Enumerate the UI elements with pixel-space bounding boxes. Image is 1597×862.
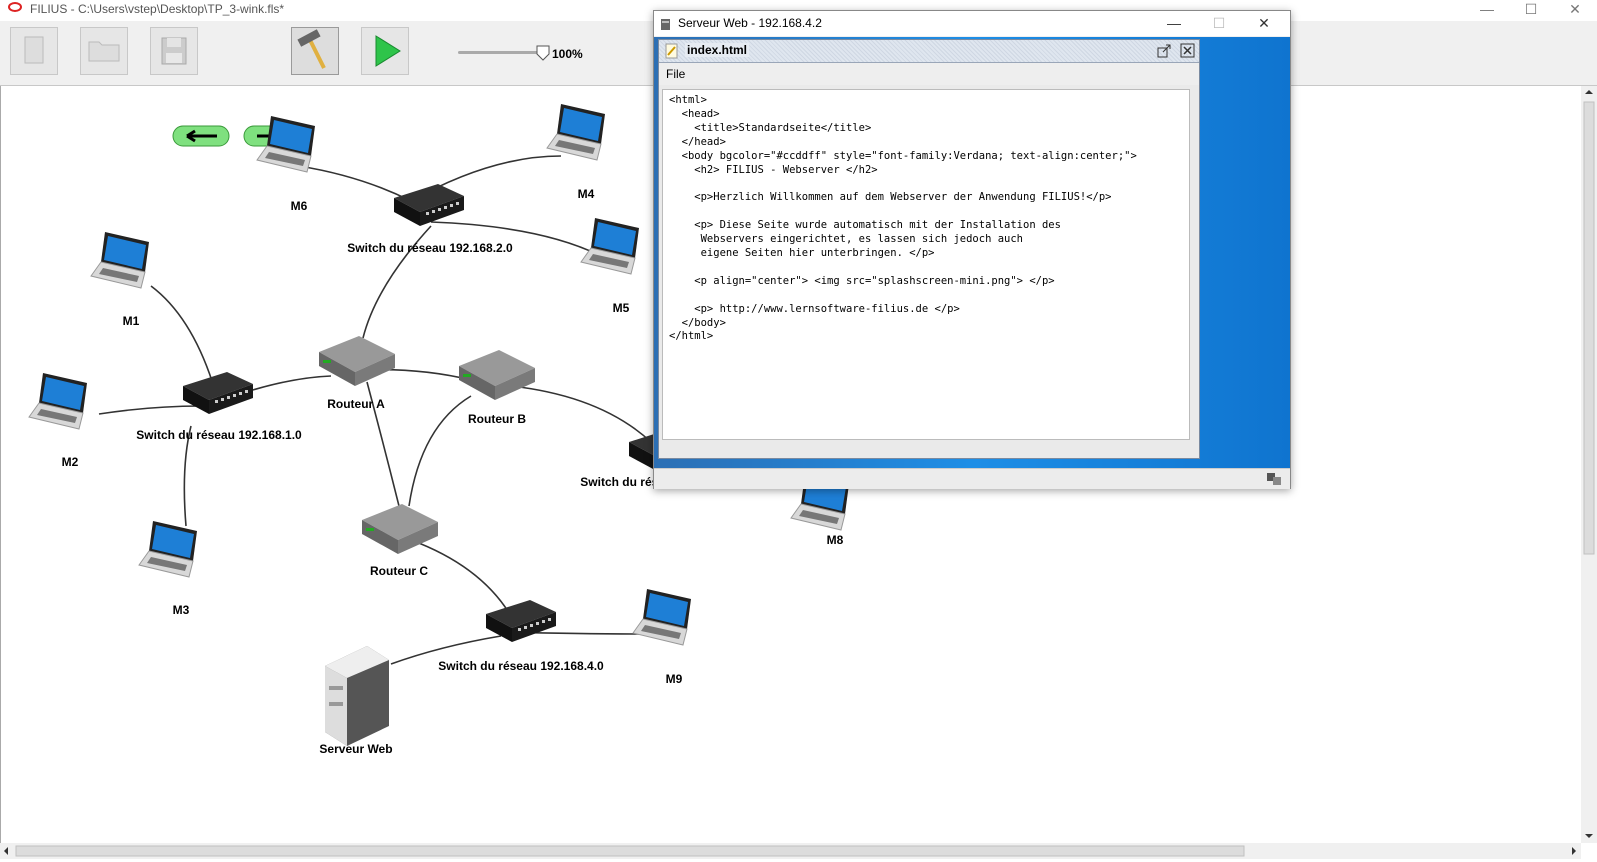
node-label-m4[interactable]: M4 [577, 187, 595, 201]
play-icon [375, 35, 401, 67]
serveur-web-dialog: Serveur Web - 192.168.4.2 — ☐ ✕ index.ht… [653, 10, 1291, 489]
html-editor-textarea[interactable]: <html> <head> <title>Standardseite</titl… [662, 89, 1190, 440]
menu-file[interactable]: File [666, 67, 686, 81]
design-mode-button[interactable] [291, 27, 339, 75]
back-arrow-button [172, 125, 230, 147]
node-label-m3[interactable]: M3 [172, 603, 190, 617]
node-label-serveur-web[interactable]: Serveur Web [319, 742, 393, 756]
node-label-switch-2[interactable]: Switch du réseau 192.168.2.0 [347, 241, 513, 255]
document-icon [665, 43, 678, 59]
text-editor-window: index.html File <html> <head> <title>Sta… [658, 39, 1200, 459]
dialog-title: Serveur Web - 192.168.4.2 [678, 16, 822, 30]
editor-close-icon[interactable] [1180, 43, 1195, 58]
laptop-icon-m9 [632, 588, 692, 646]
maximize-button[interactable]: ☐ [1524, 1, 1538, 17]
node-label-m1[interactable]: M1 [122, 314, 140, 328]
new-file-icon [24, 36, 44, 64]
dialog-minimize-button[interactable]: — [1167, 15, 1181, 31]
editor-titlebar[interactable]: index.html [659, 40, 1199, 63]
close-button[interactable]: ✕ [1569, 1, 1581, 17]
zoom-slider-track[interactable] [458, 51, 544, 54]
laptop-icon-m5 [580, 217, 640, 275]
simulation-mode-button[interactable] [361, 27, 409, 75]
node-label-switch-1[interactable]: Switch du réseau 192.168.1.0 [136, 428, 302, 442]
resize-grip-icon[interactable] [1266, 472, 1282, 486]
laptop-icon-m4 [546, 103, 606, 161]
node-label-switch-4[interactable]: Switch du réseau 192.168.4.0 [438, 659, 604, 673]
dialog-maximize-button[interactable]: ☐ [1212, 15, 1226, 31]
hammer-icon [297, 29, 326, 69]
node-label-m9[interactable]: M9 [665, 672, 683, 686]
open-file-button[interactable] [80, 27, 128, 75]
node-label-m6[interactable]: M6 [290, 199, 308, 213]
editor-filename: index.html [685, 43, 750, 57]
router-icon-b [459, 350, 535, 400]
new-file-button[interactable] [10, 27, 58, 75]
router-icon-a [319, 336, 395, 386]
network-links [28, 103, 850, 746]
vertical-scrollbar-graphic [1583, 90, 1595, 838]
minimize-button[interactable]: — [1480, 1, 1494, 17]
node-label-m2[interactable]: M2 [61, 455, 79, 469]
filius-logo-icon [8, 2, 22, 12]
editor-menubar: File [659, 63, 1199, 85]
zoom-slider-thumb[interactable] [536, 45, 550, 61]
horizontal-scrollbar-graphic [4, 845, 1576, 857]
switch-icon-192-168-2-0 [394, 184, 464, 226]
switch-icon-192-168-4-0 [486, 600, 556, 642]
node-label-m5[interactable]: M5 [612, 301, 630, 315]
laptop-icon-m2 [28, 372, 88, 430]
zoom-level: 100% [552, 47, 583, 61]
server-app-icon [661, 19, 670, 30]
switch-icon-192-168-1-0 [183, 372, 253, 414]
vertical-scrollbar[interactable] [1581, 86, 1597, 843]
floppy-icon [161, 37, 187, 65]
node-label-routeur-b[interactable]: Routeur B [468, 412, 526, 426]
app-title: FILIUS - C:\Users\vstep\Desktop\TP_3-win… [30, 2, 285, 16]
save-button[interactable] [150, 27, 198, 75]
node-label-routeur-c[interactable]: Routeur C [370, 564, 428, 578]
dialog-close-button[interactable]: ✕ [1258, 15, 1270, 31]
detach-icon[interactable] [1157, 44, 1171, 58]
laptop-icon-m1 [90, 231, 150, 289]
server-icon [325, 646, 389, 746]
dialog-titlebar[interactable]: Serveur Web - 192.168.4.2 — ☐ ✕ [654, 11, 1290, 36]
node-label-m8[interactable]: M8 [826, 533, 844, 547]
node-label-routeur-a[interactable]: Routeur A [327, 397, 385, 411]
dialog-statusbar [654, 468, 1290, 489]
folder-icon [88, 41, 120, 62]
laptop-icon-m3 [138, 520, 198, 578]
horizontal-scrollbar[interactable] [0, 843, 1581, 859]
